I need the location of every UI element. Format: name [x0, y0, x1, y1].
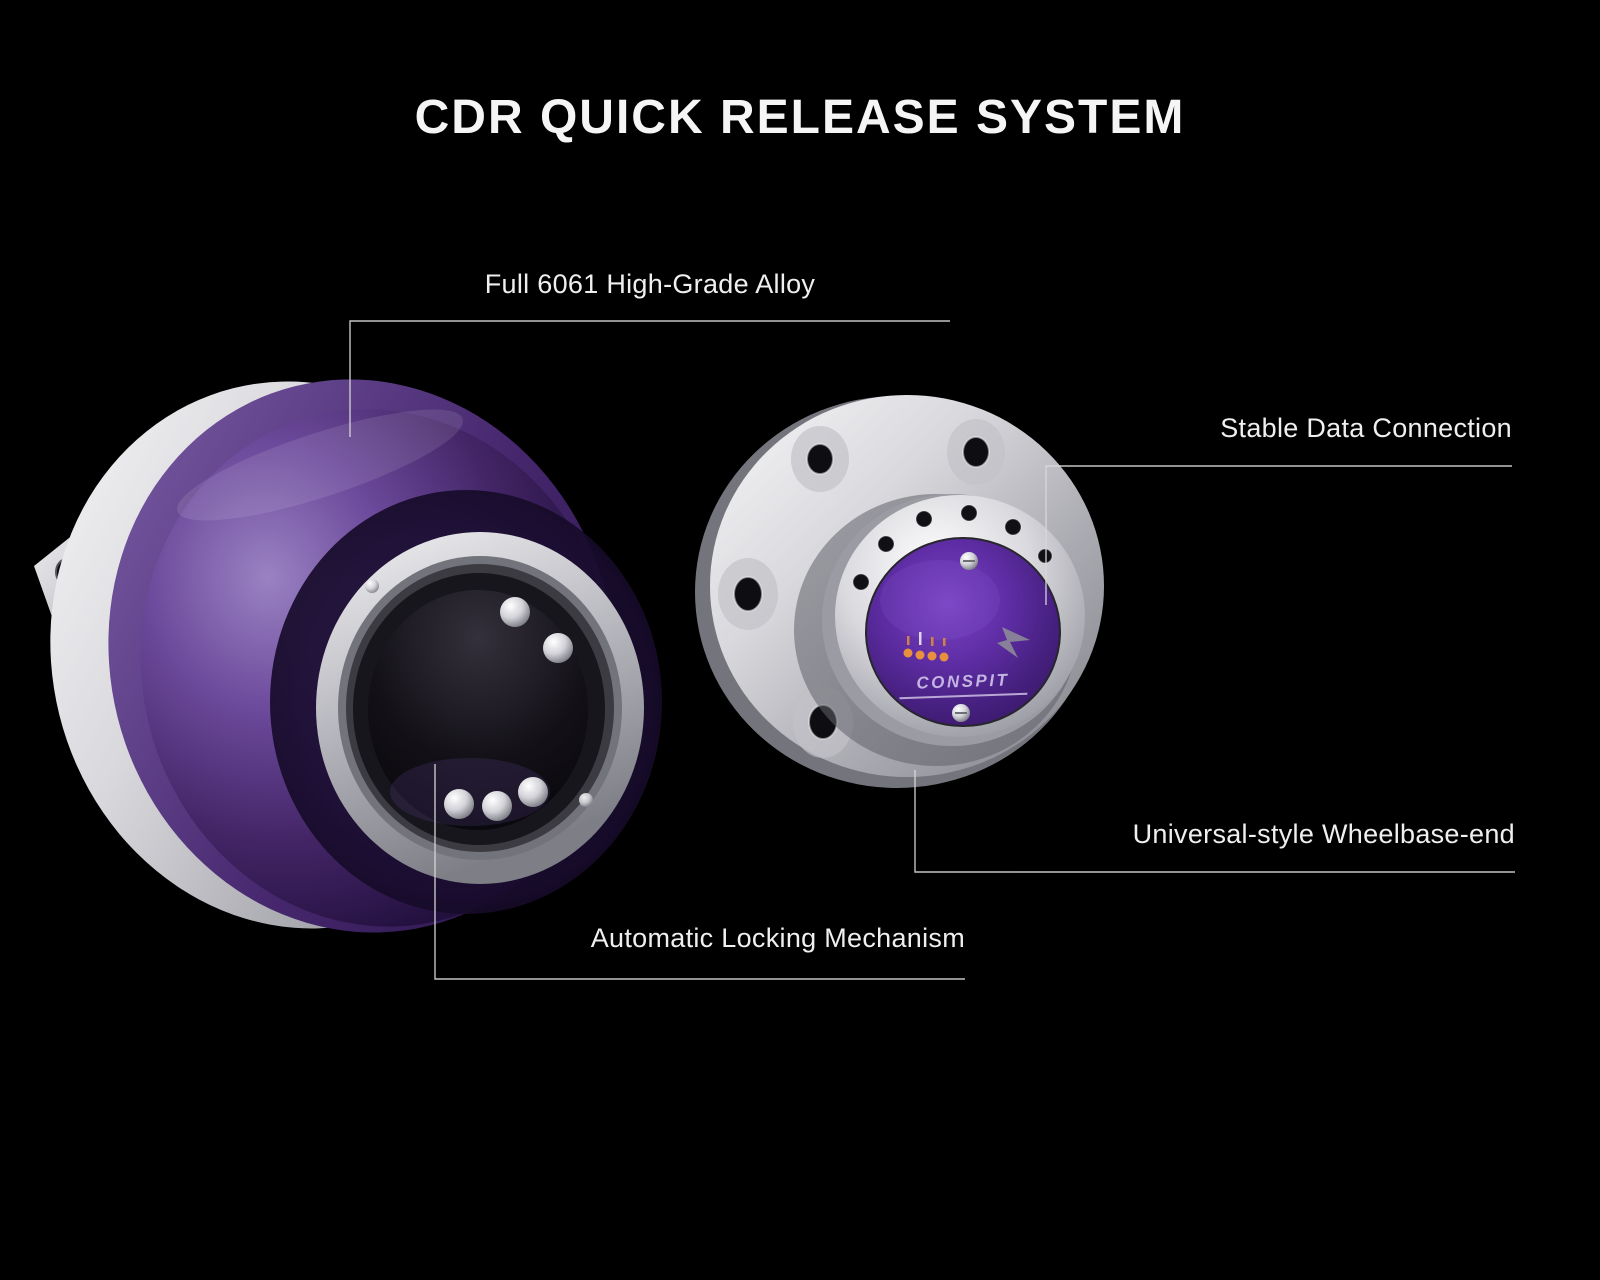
callout-label-wheelbase: Universal-style Wheelbase-end	[1132, 819, 1515, 849]
brand-arrow-icon	[997, 627, 1030, 658]
boss-ring-holes	[852, 504, 1053, 591]
mounting-holes	[718, 419, 1005, 758]
face-screws	[952, 552, 978, 722]
callout-line-alloy	[349, 320, 950, 437]
hub-interior	[368, 590, 588, 830]
rim-highlight	[176, 409, 464, 521]
page-title: CDR QUICK RELEASE SYSTEM	[414, 91, 1186, 144]
ring-screw	[579, 793, 593, 807]
ball-bearings	[444, 597, 573, 821]
callout-line-data-connection	[1045, 465, 1512, 605]
connector-face	[865, 537, 1061, 727]
led-indicator	[903, 632, 949, 662]
callout-line-locking	[434, 764, 965, 980]
callout-label-alloy: Full 6061 High-Grade Alloy	[484, 269, 816, 299]
callout-label-locking: Automatic Locking Mechanism	[590, 923, 965, 953]
callout-label-data-connection: Stable Data Connection	[1220, 413, 1512, 443]
callout-line-wheelbase	[914, 770, 1515, 873]
face-sheen	[880, 560, 1000, 640]
wheelbase-hub-render	[695, 395, 1104, 788]
brand-logo-text: CONSPIT	[898, 669, 1028, 700]
ring-screw	[365, 579, 379, 593]
quick-release-render	[34, 379, 662, 933]
